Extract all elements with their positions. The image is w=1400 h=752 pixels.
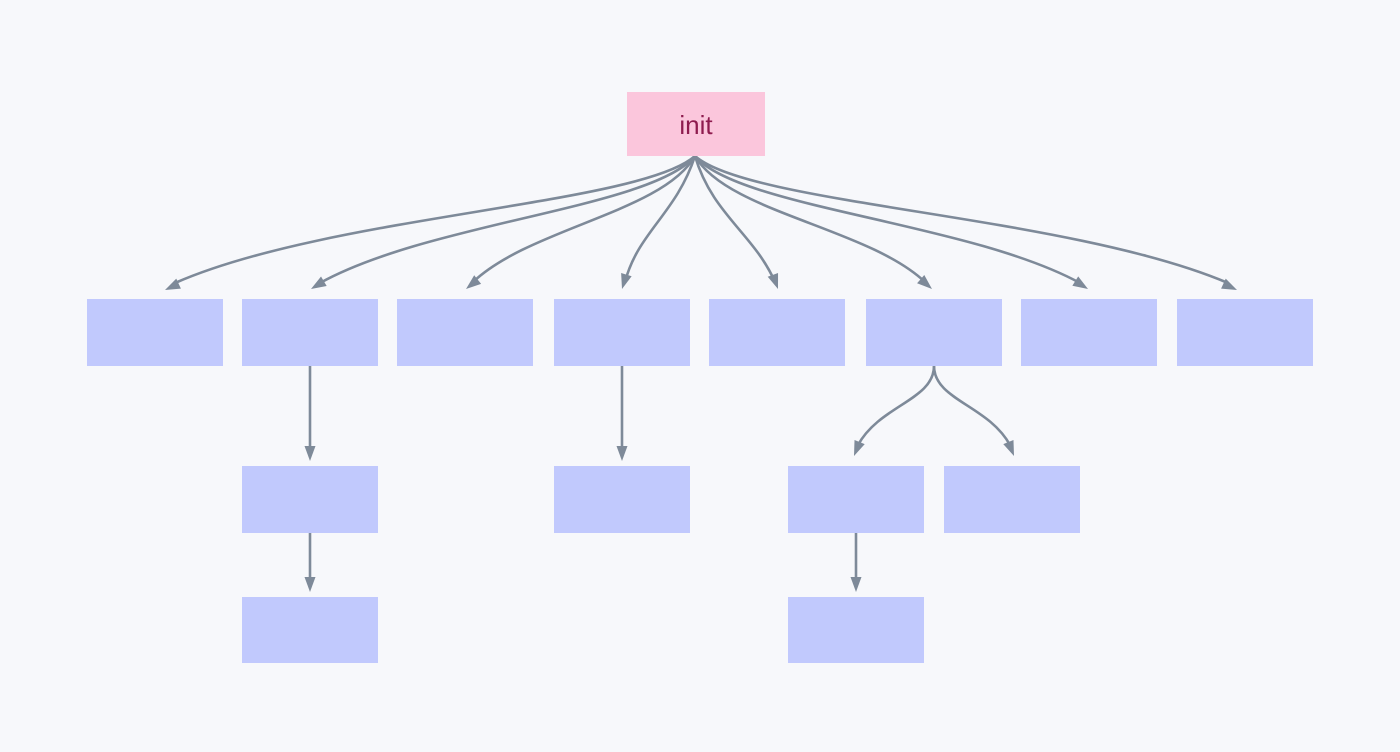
- node-n3[interactable]: [397, 299, 533, 366]
- edge-init-to-n2: [311, 155, 696, 289]
- node-box[interactable]: [1177, 299, 1313, 366]
- node-n7[interactable]: [1021, 299, 1157, 366]
- node-box[interactable]: [866, 299, 1002, 366]
- edge-init-to-n1: [165, 155, 696, 290]
- node-box[interactable]: [554, 466, 690, 533]
- edge-init-to-n7: [694, 155, 1088, 289]
- node-box[interactable]: [242, 466, 378, 533]
- node-box[interactable]: [944, 466, 1080, 533]
- edge-line: [319, 155, 696, 285]
- edge-init-to-n5: [693, 155, 779, 289]
- node-label: init: [679, 110, 713, 140]
- node-n2[interactable]: [242, 299, 378, 366]
- edge-line: [932, 365, 1012, 446]
- edge-n6a-to-n6c: [850, 533, 862, 592]
- edge-line: [694, 155, 1229, 285]
- arrowhead-icon: [850, 577, 862, 592]
- node-n2b[interactable]: [242, 597, 378, 663]
- node-box[interactable]: [788, 597, 924, 663]
- edge-init-to-n6: [693, 155, 932, 289]
- arrowhead-icon: [1003, 440, 1014, 456]
- arrowhead-icon: [917, 275, 932, 289]
- edge-line: [694, 155, 1081, 285]
- node-n4[interactable]: [554, 299, 690, 366]
- arrowhead-icon: [767, 273, 779, 289]
- arrowhead-icon: [1072, 276, 1088, 289]
- arrowhead-icon: [621, 273, 632, 289]
- edges-layer: [165, 155, 1237, 592]
- node-box[interactable]: [554, 299, 690, 366]
- node-box[interactable]: [709, 299, 845, 366]
- arrowhead-icon: [165, 278, 181, 290]
- edge-n6-to-n6a: [854, 365, 936, 456]
- node-n6b[interactable]: [944, 466, 1080, 533]
- edge-line: [472, 155, 697, 283]
- node-init[interactable]: init: [627, 92, 765, 156]
- arrowhead-icon: [466, 275, 482, 289]
- edge-n6-to-n6b: [932, 365, 1014, 456]
- node-n6[interactable]: [866, 299, 1002, 366]
- edge-line: [856, 365, 936, 446]
- node-n2a[interactable]: [242, 466, 378, 533]
- edge-line: [174, 155, 696, 285]
- arrowhead-icon: [304, 577, 316, 592]
- node-n8[interactable]: [1177, 299, 1313, 366]
- edge-init-to-n8: [694, 155, 1237, 290]
- node-box[interactable]: [242, 597, 378, 663]
- arrowhead-icon: [1221, 278, 1237, 290]
- arrowhead-icon: [616, 446, 628, 461]
- node-box[interactable]: [87, 299, 223, 366]
- arrowhead-icon: [311, 276, 327, 289]
- node-box[interactable]: [788, 466, 924, 533]
- node-n4a[interactable]: [554, 466, 690, 533]
- node-box[interactable]: [1021, 299, 1157, 366]
- edge-init-to-n4: [621, 155, 697, 289]
- edge-line: [693, 155, 926, 283]
- edge-line: [623, 155, 697, 283]
- node-n5[interactable]: [709, 299, 845, 366]
- edge-n4-to-n4a: [616, 366, 628, 461]
- edge-init-to-n3: [466, 155, 697, 289]
- node-box[interactable]: [242, 299, 378, 366]
- node-box[interactable]: [397, 299, 533, 366]
- node-box[interactable]: [627, 92, 765, 156]
- node-n6c[interactable]: [788, 597, 924, 663]
- edge-n2a-to-n2b: [304, 533, 316, 592]
- arrowhead-icon: [304, 446, 316, 461]
- edge-n2-to-n2a: [304, 366, 316, 461]
- edge-line: [693, 155, 777, 283]
- node-n1[interactable]: [87, 299, 223, 366]
- arrowhead-icon: [854, 440, 865, 456]
- node-n6a[interactable]: [788, 466, 924, 533]
- nodes-layer: init: [87, 92, 1313, 663]
